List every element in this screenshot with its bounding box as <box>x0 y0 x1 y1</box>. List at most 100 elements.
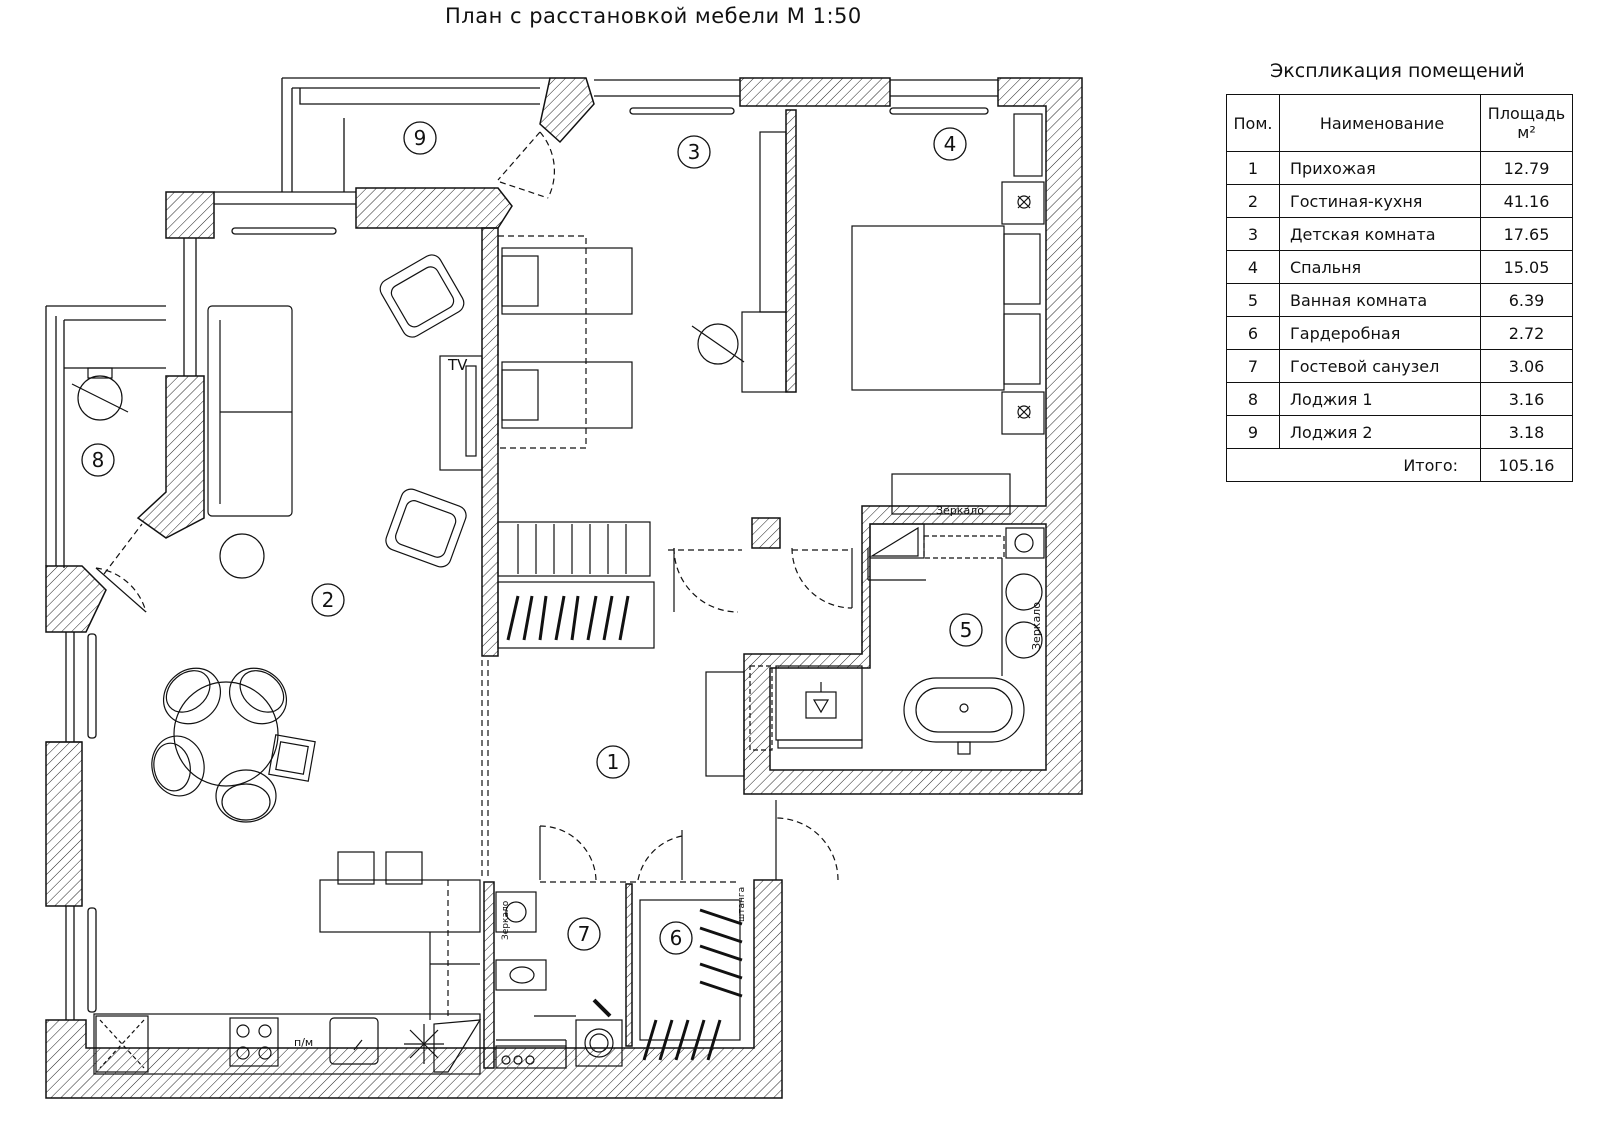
hob <box>229 1017 279 1067</box>
wall-wc-divider <box>625 883 633 1047</box>
total-row: Итого:105.16 <box>1226 448 1573 482</box>
mirror-wc-label: Зеркало <box>501 900 511 940</box>
tv-stand <box>439 355 483 471</box>
row-area: 6.39 <box>1480 283 1573 317</box>
row-name: Гардеробная <box>1279 316 1481 350</box>
room-number-9: 9 <box>414 126 427 150</box>
wall-loggia9-pier <box>539 77 595 144</box>
armchair-bottom <box>385 488 467 568</box>
row-num: 7 <box>1226 349 1280 383</box>
room-number-5: 5 <box>960 618 973 642</box>
wardrobe-bedroom <box>1013 113 1043 177</box>
armchair-top <box>379 254 465 338</box>
room-number-7: 7 <box>578 922 591 946</box>
row-num: 8 <box>1226 382 1280 416</box>
mirror-bedroom-label: Зеркало <box>936 504 984 517</box>
wall-upper-left-pier <box>165 191 215 239</box>
row-area: 15.05 <box>1480 250 1573 284</box>
wall-bottom <box>45 879 783 1099</box>
row-name: Лоджия 2 <box>1279 415 1481 449</box>
bar-counter <box>319 879 481 933</box>
room-number-4: 4 <box>944 132 957 156</box>
mirror-bath-label: Зеркало <box>1030 602 1043 650</box>
bed-child-1 <box>501 247 633 315</box>
dining-chairs <box>151 667 316 823</box>
sink-bath-1 <box>1005 573 1043 611</box>
wall-left-pier <box>45 565 107 633</box>
header-name: Наименование <box>1279 94 1481 152</box>
row-num: 3 <box>1226 217 1280 251</box>
plan-title: План с расстановкой мебели М 1:50 <box>445 4 862 28</box>
nightstand-top <box>1001 181 1045 225</box>
row-num: 5 <box>1226 283 1280 317</box>
bathroom-block-interior <box>769 523 1047 771</box>
dressing-rails <box>639 899 741 1041</box>
nightstand-bottom <box>1001 391 1045 435</box>
row-num: 1 <box>1226 151 1280 185</box>
total-value: 105.16 <box>1480 448 1573 482</box>
tv-label: TV <box>447 356 468 374</box>
row-area: 3.06 <box>1480 349 1573 383</box>
desk-child <box>741 311 787 393</box>
room-number-2: 2 <box>322 588 335 612</box>
child-chair <box>691 323 745 365</box>
bath-storage <box>869 523 925 559</box>
floor-plan: 1 2 3 4 5 6 7 8 9 TV Зеркало Зеркало Зер… <box>45 77 1083 1099</box>
wardrobe-entry <box>497 581 655 649</box>
loggia-outlines <box>45 77 998 1020</box>
double-bed <box>851 225 1005 391</box>
wall-top-living <box>355 187 513 229</box>
row-name: Гостиная-кухня <box>1279 184 1481 218</box>
row-name: Прихожая <box>1279 151 1481 185</box>
wall-central-partition <box>481 227 499 657</box>
loggia-chair <box>71 367 129 421</box>
wall-children-bedroom <box>785 109 797 393</box>
total-label: Итого: <box>1226 448 1481 482</box>
doors <box>95 131 926 883</box>
wall-corridor-pier <box>751 517 781 549</box>
row-name: Лоджия 1 <box>1279 382 1481 416</box>
bed-child-2 <box>501 361 633 429</box>
dresser-mirror <box>891 473 1011 515</box>
row-name: Спальня <box>1279 250 1481 284</box>
row-num: 4 <box>1226 250 1280 284</box>
fridge <box>95 1015 149 1073</box>
row-num: 9 <box>1226 415 1280 449</box>
rod-label: штанга <box>737 887 747 922</box>
sink-bath-2 <box>1005 621 1043 659</box>
kitchen-worktop <box>93 1013 481 1075</box>
row-name: Детская комната <box>1279 217 1481 251</box>
toilet <box>495 959 547 991</box>
dishwasher-label: п/м <box>294 1036 313 1049</box>
wall-left-lower <box>45 741 83 907</box>
coffee-table <box>219 533 265 579</box>
row-num: 6 <box>1226 316 1280 350</box>
wardrobe-child <box>759 131 787 313</box>
room-number-6: 6 <box>670 926 683 950</box>
washing-machine-wc <box>575 1019 623 1067</box>
room-numbers <box>81 121 983 955</box>
dining-table <box>173 681 279 787</box>
room-number-3: 3 <box>688 140 701 164</box>
header-num: Пом. <box>1226 94 1280 152</box>
room-number-1: 1 <box>607 750 620 774</box>
row-area: 3.18 <box>1480 415 1573 449</box>
wall-loggia8-partition <box>136 375 205 539</box>
shelving-child <box>497 521 651 577</box>
furniture <box>71 113 1045 1075</box>
row-area: 17.65 <box>1480 217 1573 251</box>
row-area: 3.16 <box>1480 382 1573 416</box>
sink-kitchen <box>329 1017 379 1065</box>
row-area: 12.79 <box>1480 151 1573 185</box>
